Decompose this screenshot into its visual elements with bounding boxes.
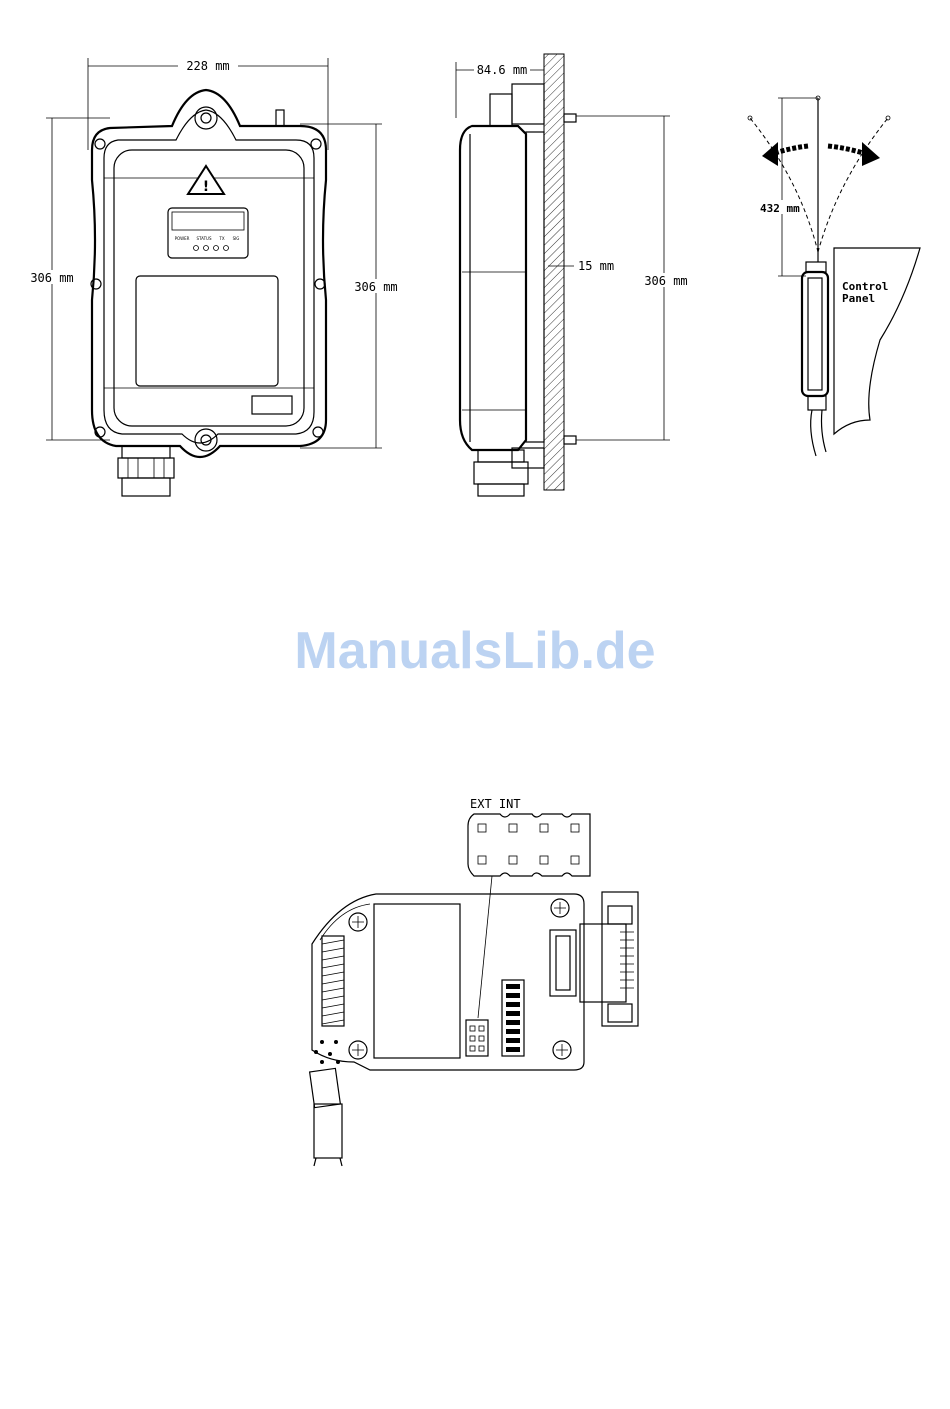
control-panel-wall (834, 248, 920, 434)
antenna-side-device (802, 272, 828, 396)
led-label-status: STATUS (196, 236, 211, 241)
led-label-sig: SIG (233, 236, 240, 241)
warning-triangle-icon: ! (188, 166, 224, 195)
antenna-length-label: 432 mm (760, 202, 800, 215)
mounting-wall (544, 54, 564, 490)
radio-module (374, 904, 460, 1058)
led-label-power: POWER (175, 236, 190, 241)
led-labels: POWER STATUS TX SIG (175, 236, 240, 241)
antenna-cable (811, 410, 816, 456)
width-label: 228 mm (186, 59, 229, 73)
led-label-tx: TX (218, 236, 224, 241)
rotate-right-arrow-icon (828, 146, 866, 154)
side-height-label: 306 mm (644, 274, 687, 288)
panel-label-line2: Panel (842, 292, 875, 305)
side-top-bracket (490, 94, 512, 126)
board-connector (550, 892, 638, 1026)
jumper-label: EXT INT (470, 797, 521, 811)
pcb-board (312, 894, 584, 1070)
board-view: EXT INT (310, 797, 638, 1166)
height-right-label: 306 mm (354, 280, 397, 294)
coil-antenna (322, 936, 344, 1026)
svg-text:!: ! (203, 179, 209, 195)
side-view: 84.6 mm 15 mm 306 mm (456, 54, 694, 496)
dip-switch[interactable] (502, 980, 524, 1056)
front-view: 228 mm 306 mm 306 mm (24, 58, 404, 496)
led-indicators (194, 246, 229, 251)
height-left-label: 306 mm (30, 271, 73, 285)
jumper-pins (478, 824, 579, 864)
depth-label: 84.6 mm (477, 63, 528, 77)
watermark: ManualsLib.de (294, 622, 655, 680)
bottom-mount-hole (195, 429, 217, 451)
nameplate (252, 396, 292, 414)
enclosure-outline (92, 90, 326, 457)
offset-label: 15 mm (578, 259, 614, 273)
label-window (136, 276, 278, 386)
jumper-header (466, 1020, 488, 1056)
cable-gland (118, 446, 174, 496)
coax-cable (310, 1068, 342, 1166)
led-panel (168, 208, 248, 258)
antenna-view: Control Panel 432 mm (748, 96, 920, 456)
jumper-detail (468, 814, 590, 876)
